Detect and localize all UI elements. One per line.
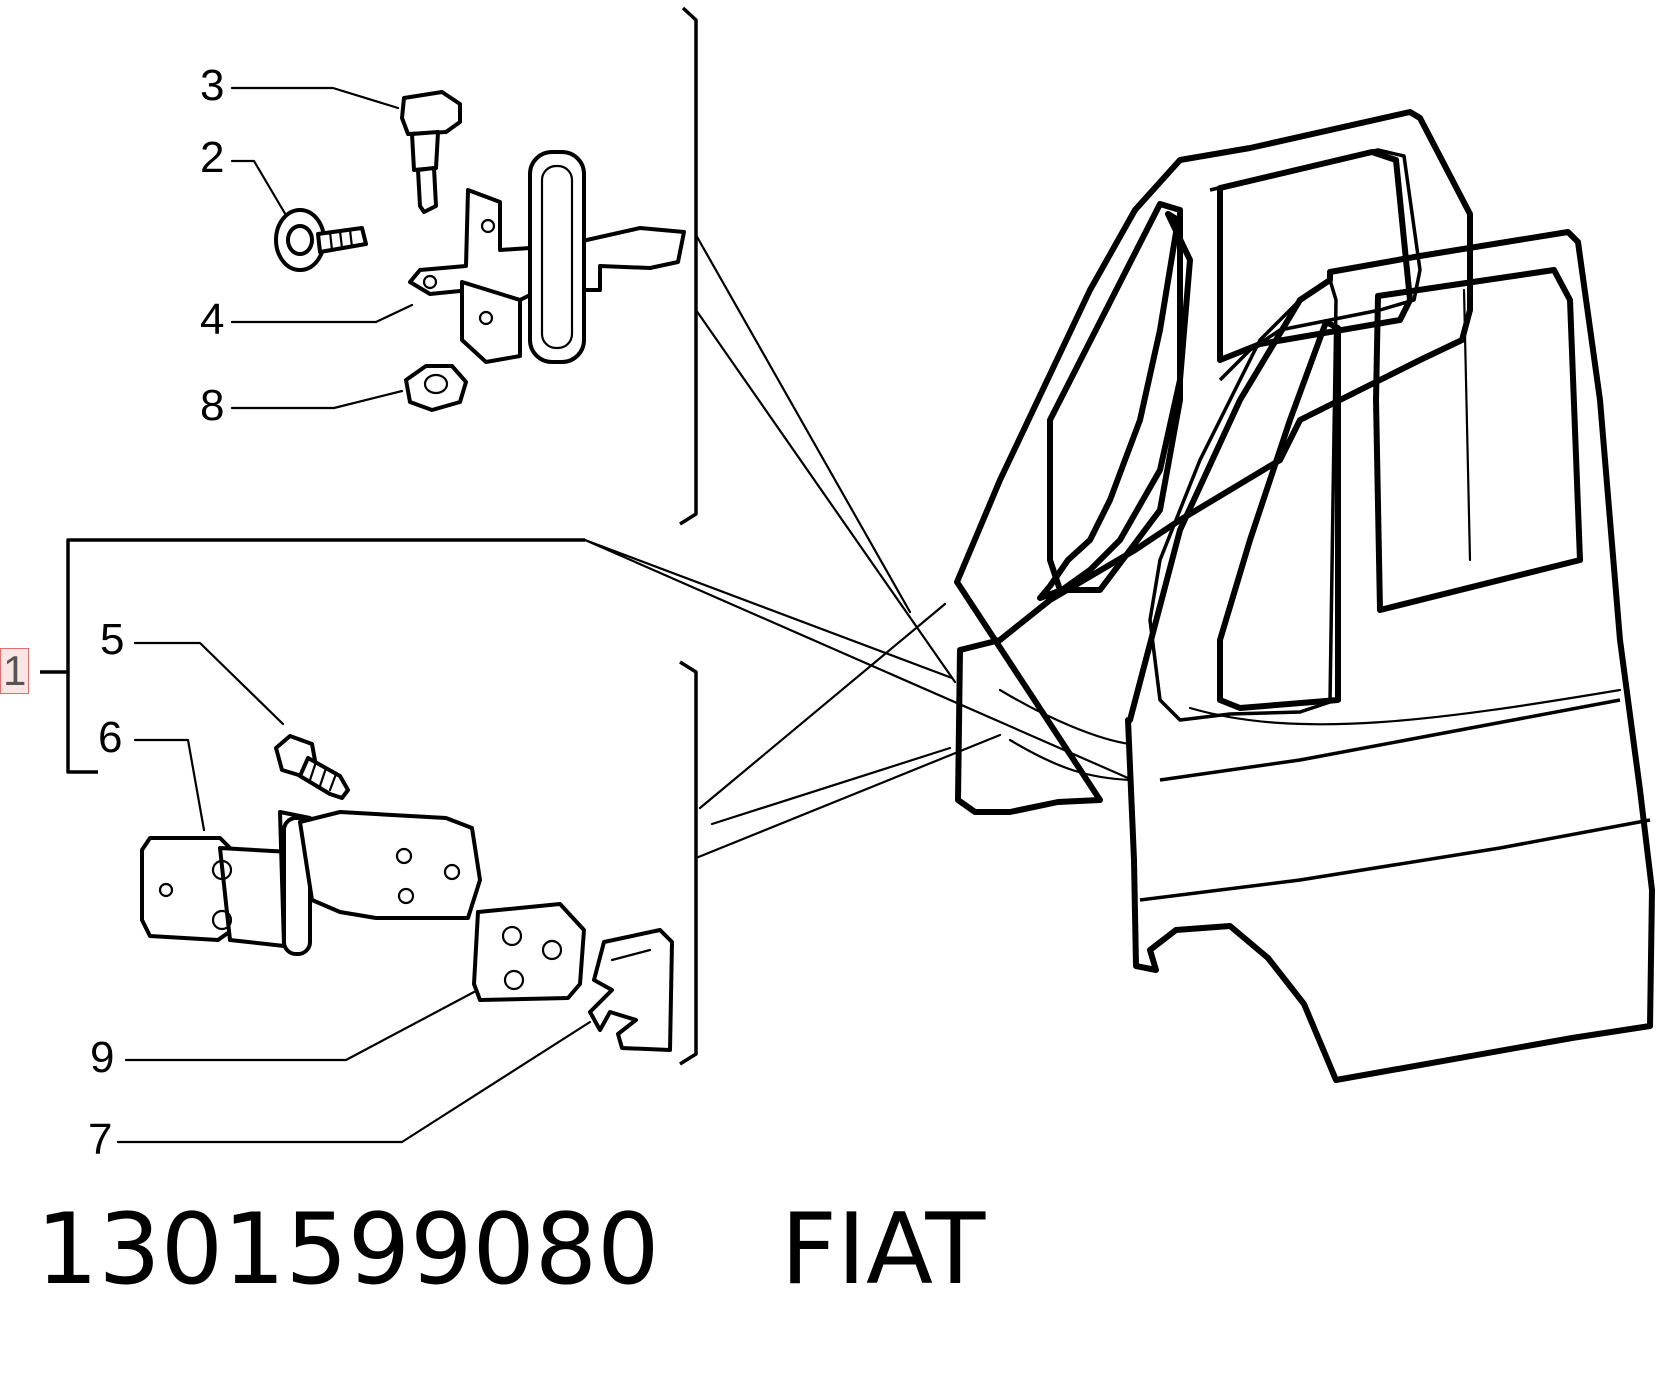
part-6-hinge bbox=[140, 810, 482, 956]
front-door-outline bbox=[1125, 229, 1655, 1083]
part-number-footer: 1301599080 FIAT bbox=[36, 1200, 985, 1300]
door-skin-contours bbox=[998, 688, 1622, 782]
callout-2: 2 bbox=[200, 133, 225, 182]
leader-lines bbox=[116, 86, 592, 1144]
callout-8: 8 bbox=[200, 381, 225, 430]
pointer-lines bbox=[583, 233, 1130, 860]
callout-4: 4 bbox=[200, 295, 225, 344]
callout-1: 1 bbox=[0, 648, 30, 694]
callout-6: 6 bbox=[98, 713, 123, 762]
part-2-flange-screw bbox=[274, 208, 368, 272]
callout-3: 3 bbox=[200, 61, 225, 110]
part-8-hex-nut bbox=[404, 364, 468, 412]
part-4-door-check bbox=[408, 150, 686, 364]
section-divider-lines bbox=[679, 6, 698, 1066]
part-9-plate bbox=[472, 902, 586, 1002]
callout-5: 5 bbox=[100, 615, 125, 664]
part-number: 1301599080 bbox=[36, 1193, 660, 1307]
callout-7: 7 bbox=[88, 1115, 113, 1164]
part-3-bolt bbox=[400, 90, 462, 214]
part-5-stud bbox=[274, 734, 350, 800]
part-7-shim bbox=[588, 928, 674, 1052]
assembly-1-bracket bbox=[40, 538, 585, 774]
brand-name: FIAT bbox=[780, 1193, 986, 1307]
callout-9: 9 bbox=[90, 1033, 115, 1082]
